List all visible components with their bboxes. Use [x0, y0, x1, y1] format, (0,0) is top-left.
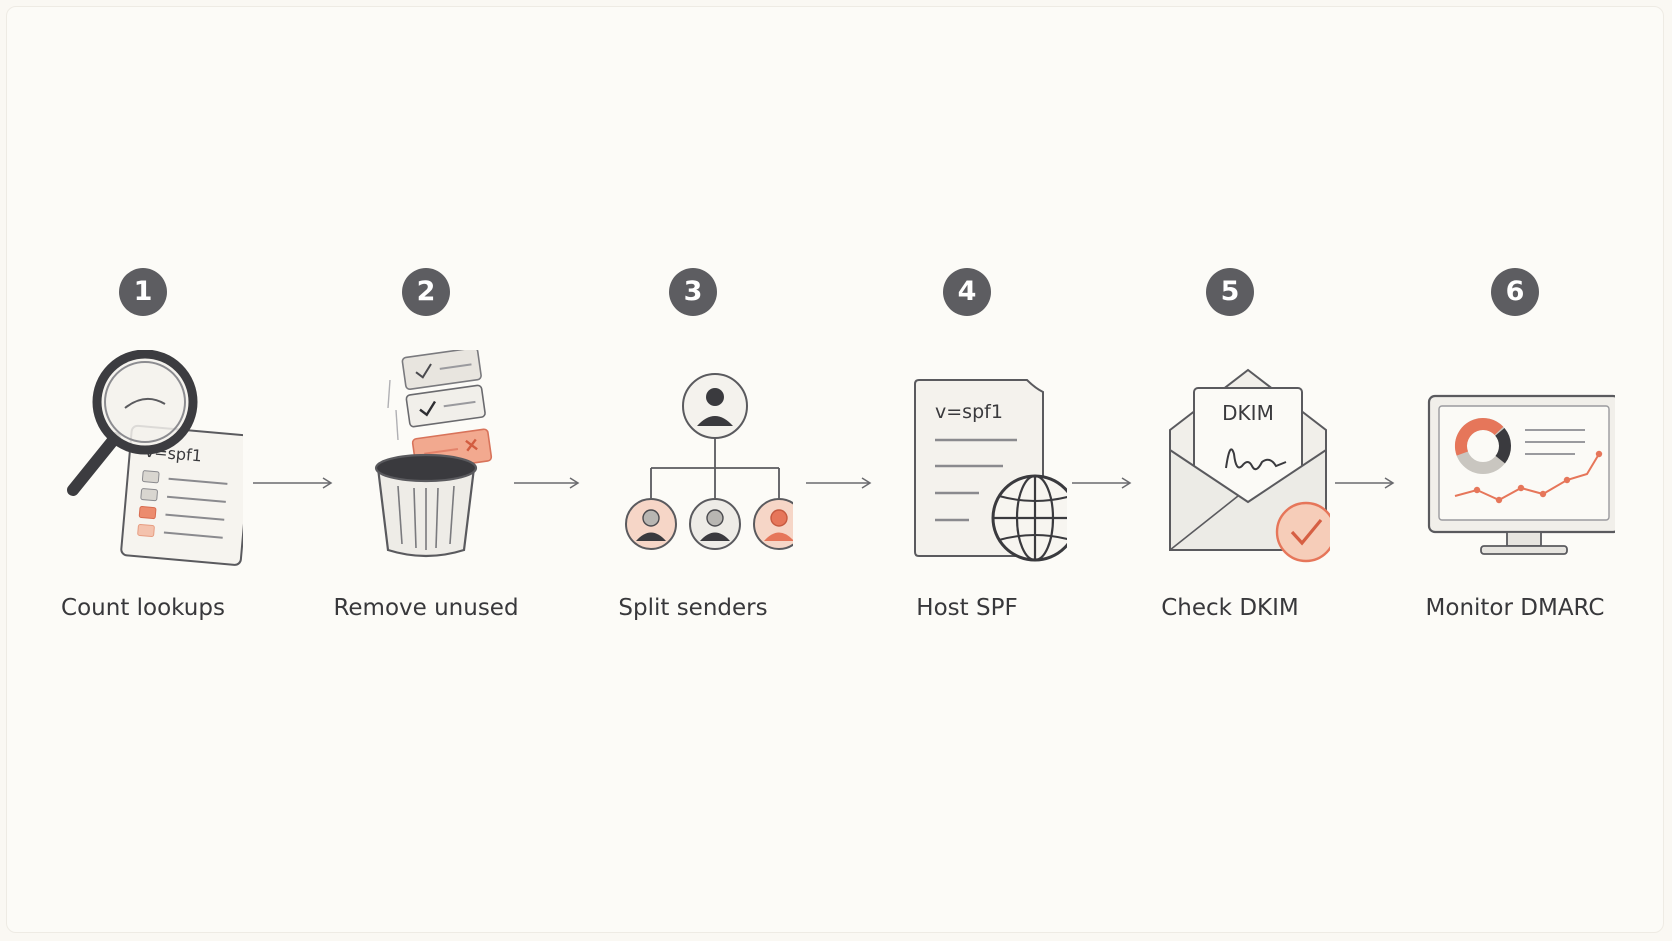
record-text: v=spf1 — [935, 401, 1003, 423]
step-check-dkim: 5 DKIM Check DKIM — [1110, 0, 1350, 941]
step-number-badge: 4 — [943, 268, 991, 316]
step-number-badge: 1 — [119, 268, 167, 316]
step-split-senders: 3 Split senders — [573, 0, 813, 941]
flow-arrow — [252, 475, 334, 491]
step-number-badge: 6 — [1491, 268, 1539, 316]
step-remove-unused: 2 — [306, 0, 546, 941]
step-monitor-dmarc: 6 Monitor DMARC — [1395, 0, 1635, 941]
step-count-lookups: 1 v=spf1 Count lookups — [23, 0, 263, 941]
flow-arrow — [1334, 475, 1396, 491]
step-label: Check DKIM — [1161, 595, 1299, 621]
flow-arrow — [513, 475, 581, 491]
dkim-card-text: DKIM — [1222, 401, 1274, 425]
magnifier-record-icon: v=spf1 — [43, 350, 243, 570]
signed-envelope-icon: DKIM — [1130, 350, 1330, 570]
step-label: Host SPF — [916, 595, 1018, 621]
monitor-dashboard-icon — [1415, 350, 1615, 570]
diagram-frame — [6, 6, 1664, 933]
step-label: Split senders — [618, 595, 768, 621]
step-label: Remove unused — [333, 595, 519, 621]
flow-arrow — [805, 475, 873, 491]
step-label: Monitor DMARC — [1425, 595, 1605, 621]
flow-arrow — [1071, 475, 1133, 491]
step-number-badge: 3 — [669, 268, 717, 316]
step-label: Count lookups — [61, 595, 225, 621]
trash-bin-icon — [326, 350, 526, 570]
step-host-spf: 4 v=spf1 Host SPF — [847, 0, 1087, 941]
step-number-badge: 5 — [1206, 268, 1254, 316]
sender-tree-icon — [593, 350, 793, 570]
hosted-record-globe-icon: v=spf1 — [867, 350, 1067, 570]
step-number-badge: 2 — [402, 268, 450, 316]
